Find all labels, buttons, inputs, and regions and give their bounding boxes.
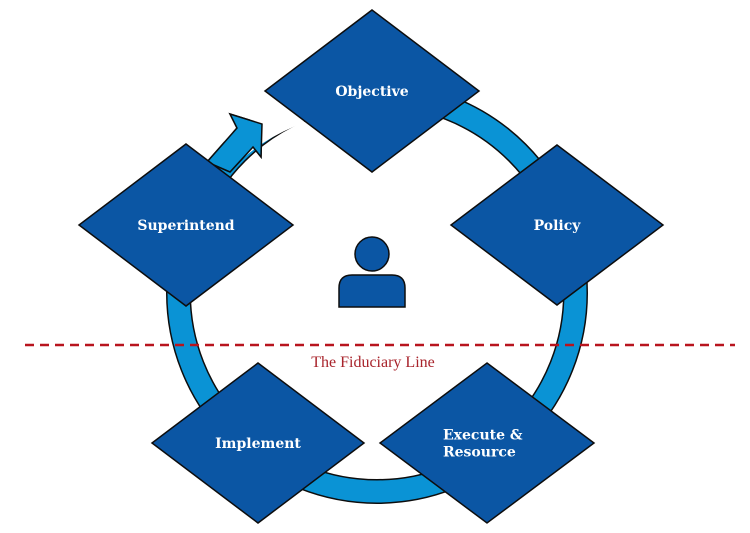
node-label: Execute & [443,428,523,444]
cycle-arrow-head [205,112,263,173]
node-label: Policy [534,218,582,234]
fiduciary-line-label: The Fiduciary Line [311,354,435,371]
node-label: Resource [443,445,516,461]
node-diamond [150,362,366,524]
person-body [338,274,406,308]
node-diamond [378,362,596,524]
node-implement: Implement [150,362,366,524]
person-head [354,236,390,272]
node-label: Objective [335,84,408,100]
node-execute-resource: Execute &Resource [378,362,596,524]
node-diamond [263,9,481,173]
node-objective: Objective [263,9,481,173]
node-label: Superintend [137,218,234,234]
person-icon [338,236,406,308]
node-diamond [77,143,295,307]
node-superintend: Superintend [77,143,295,307]
node-label: Implement [215,436,301,452]
node-diamond [449,144,665,306]
node-policy: Policy [449,144,665,306]
